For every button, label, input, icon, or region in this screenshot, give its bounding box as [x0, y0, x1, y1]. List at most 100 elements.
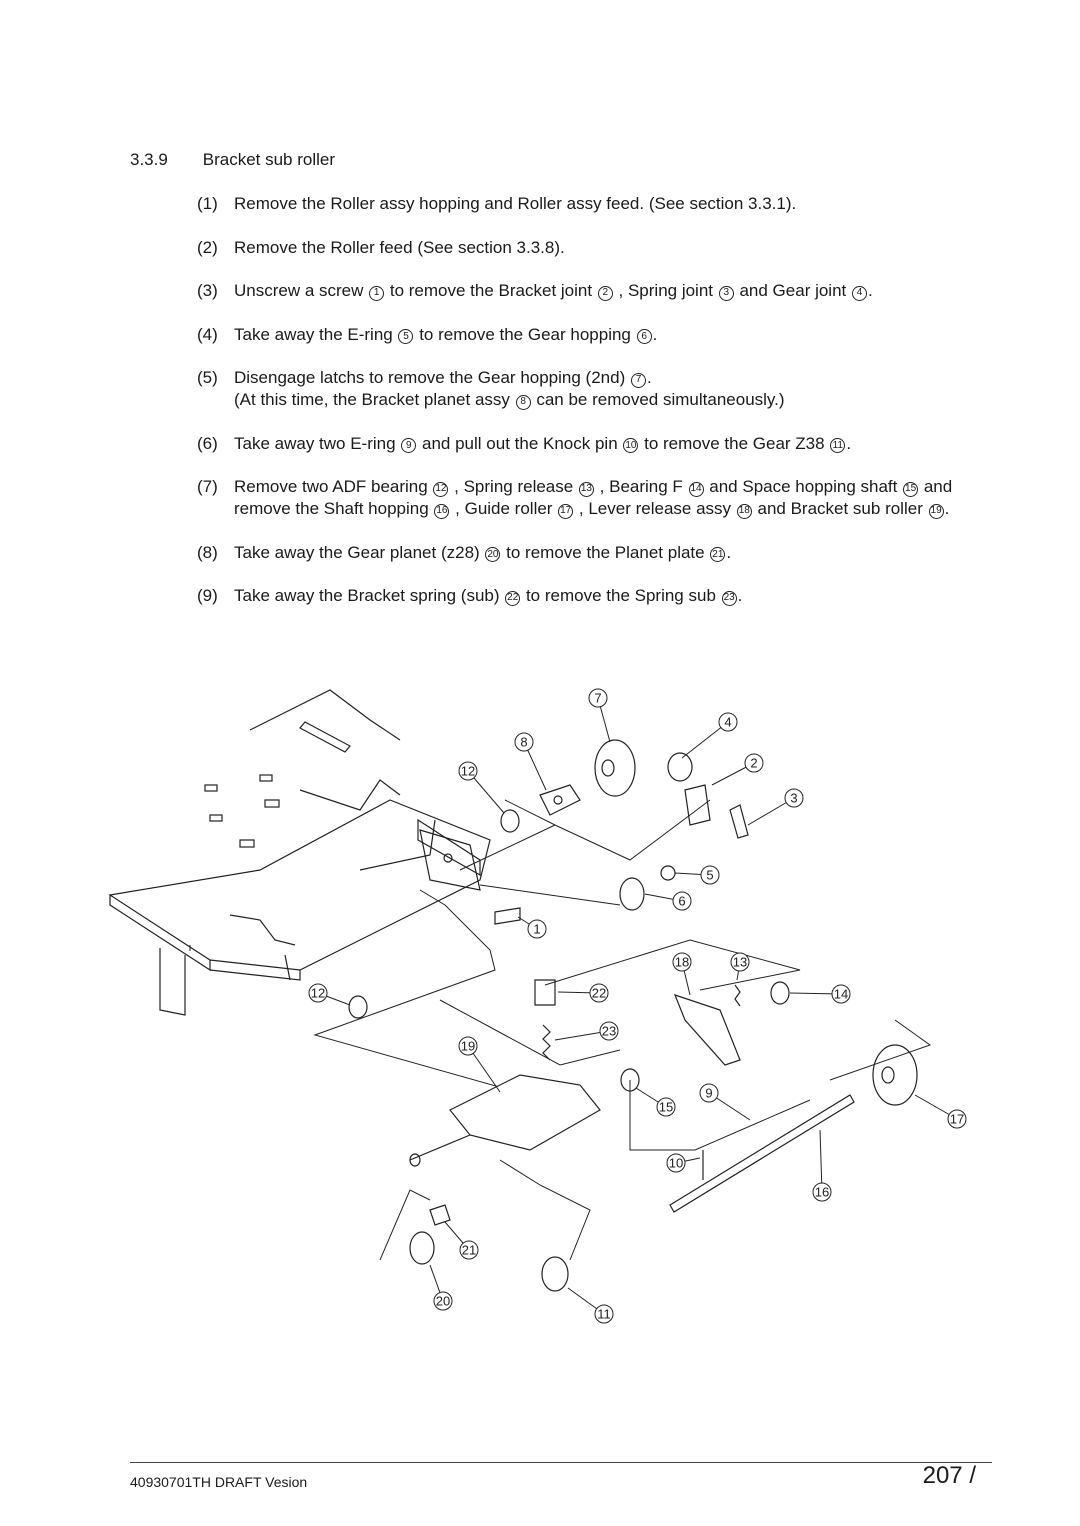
- bearing-f-drawing: [770, 981, 790, 1005]
- space-hopping-shaft-drawing: [620, 1068, 640, 1092]
- callout-leader-line: [819, 1129, 823, 1193]
- callout-circle: [672, 952, 692, 972]
- callout-circle: [527, 919, 547, 939]
- callout-number: 23: [602, 1024, 616, 1039]
- step: (7)Remove two ADF bearing 12 , Spring re…: [197, 476, 967, 520]
- step-text-run: can be removed simultaneously.): [531, 390, 785, 409]
- part-number-marker: 2: [597, 285, 613, 301]
- step-text-run: Take away the E-ring: [234, 324, 398, 344]
- callout-12: 12: [458, 761, 505, 814]
- bracket-joint-drawing: [684, 784, 711, 826]
- spring-release-drawing: [734, 984, 741, 1007]
- step-text-run: Remove the Roller assy hopping and Rolle…: [234, 194, 797, 213]
- callout-3: 3: [747, 788, 804, 826]
- step-text-run: and remove the Shaft hopping: [234, 477, 953, 518]
- part-number-marker: 21: [710, 547, 726, 562]
- callout-number: 12: [311, 986, 325, 1001]
- step-text-run: , Guide roller: [450, 499, 558, 518]
- step-text-run: .: [652, 324, 658, 344]
- callout-10: 10: [666, 1153, 701, 1173]
- footer-doc-id: 40930701TH DRAFT Vesion: [130, 1474, 308, 1490]
- step: (2) Remove the Roller feed (See section 3…: [197, 237, 967, 259]
- bracket-sub-roller-drawing: [409, 1074, 601, 1167]
- callout-circle: [599, 1021, 619, 1041]
- step-number: (1): [197, 194, 218, 213]
- callout-circle: [594, 1304, 614, 1324]
- gear-z38-drawing: [541, 1256, 569, 1292]
- callout-number: 18: [675, 955, 689, 970]
- part-number-marker: 10: [623, 438, 639, 453]
- callout-number: 2: [750, 756, 757, 771]
- step-text: Take away the E-ring 5 to remove the Gea…: [234, 324, 967, 346]
- step-number: (6): [197, 433, 218, 453]
- callout-circle: [831, 984, 851, 1004]
- step: (6) Take away two E-ring 9 and pull out t…: [197, 433, 967, 455]
- callout-number: 4: [724, 715, 731, 730]
- callout-number: 3: [790, 791, 797, 806]
- callout-17: 17: [914, 1094, 967, 1129]
- callout-number: 19: [461, 1039, 475, 1054]
- callout-circle: [744, 753, 764, 773]
- part-number-marker: 5: [398, 329, 414, 344]
- callout-number: 7: [594, 691, 601, 706]
- planet-plate-drawing: [429, 1204, 451, 1226]
- step-text-run: .: [868, 281, 873, 300]
- gear-planet-z28-drawing: [409, 1231, 435, 1265]
- callout-number: 10: [669, 1156, 683, 1171]
- callout-circle: [784, 788, 804, 808]
- callout-circle: [812, 1182, 832, 1202]
- step-text-run: and pull out the Knock pin: [417, 433, 623, 453]
- step-text-run: , Spring joint: [613, 281, 718, 300]
- callout-4: 4: [681, 712, 738, 759]
- step-text-run: Take away the Bracket spring (sub): [234, 586, 505, 605]
- step-text-run: .: [944, 499, 950, 518]
- part-number-marker: 16: [434, 503, 450, 519]
- step-text-run: to remove the Spring sub: [521, 586, 721, 605]
- part-number-marker: 19: [928, 503, 944, 519]
- callout-circle: [589, 983, 609, 1003]
- step-text-run: Remove two ADF bearing: [234, 477, 433, 496]
- adf-bearing-drawing: [348, 809, 520, 1019]
- step-text: Take away the Gear planet (z28) 20 to re…: [234, 542, 967, 564]
- step-text-run: , Spring release: [449, 477, 578, 496]
- part-number-marker: 12: [433, 481, 449, 497]
- step: (8)Take away the Gear planet (z28) 20 to…: [197, 542, 967, 564]
- step-text-run: .: [846, 433, 852, 453]
- callout-number: 5: [706, 868, 713, 883]
- callout-18: 18: [672, 952, 692, 996]
- part-number-marker: 20: [485, 547, 501, 562]
- step-number: (5): [197, 368, 218, 387]
- callout-circle: [514, 732, 534, 752]
- step-text: Take away two E-ring 9 and pull out the …: [234, 433, 967, 455]
- step-text-run: Remove the Roller feed (See section 3.3.…: [234, 237, 565, 257]
- guide-roller-drawing: [872, 1044, 918, 1106]
- page-number: 207 /: [922, 1462, 976, 1489]
- callout-number: 15: [659, 1100, 673, 1115]
- callout-1: 1: [517, 916, 547, 939]
- callout-11: 11: [567, 1287, 614, 1324]
- step-text: Remove the Roller feed (See section 3.3.…: [234, 237, 967, 259]
- adf-frame-drawing: [108, 689, 491, 1016]
- lever-release-assy-drawing: [673, 994, 741, 1066]
- callout-number: 16: [815, 1185, 829, 1200]
- spring-sub-drawing: [542, 1024, 551, 1061]
- step: (3)Unscrew a screw 1 to remove the Brack…: [197, 280, 967, 302]
- step: (5)Disengage latchs to remove the Gear h…: [197, 367, 967, 411]
- callout-circle: [656, 1097, 676, 1117]
- shaft-hopping-drawing: [669, 1094, 855, 1213]
- step-number: (2): [197, 237, 218, 257]
- callout-number: 20: [436, 1294, 450, 1309]
- part-number-marker: 9: [401, 438, 417, 453]
- callout-number: 14: [834, 987, 848, 1002]
- callout-21: 21: [444, 1221, 479, 1260]
- step-text-run: , Bearing F: [594, 477, 688, 496]
- step-text-run: .: [646, 368, 652, 387]
- callout-circle: [666, 1153, 686, 1173]
- step-text: Remove the Roller assy hopping and Rolle…: [234, 193, 967, 215]
- callout-12: 12: [308, 983, 351, 1006]
- callout-circle: [433, 1291, 453, 1311]
- section-heading: 3.3.9 Bracket sub roller: [130, 150, 335, 170]
- footer-rule: [130, 1462, 992, 1463]
- callout-6: 6: [644, 891, 692, 911]
